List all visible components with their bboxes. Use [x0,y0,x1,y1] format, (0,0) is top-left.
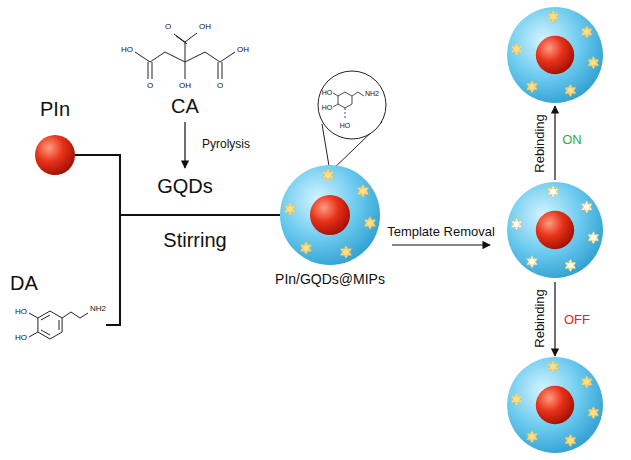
step-label: Stirring [163,229,226,252]
sphere-shape [35,135,75,175]
composite-sphere: PIn/GQDs@MIPs [280,165,380,265]
node-label: PIn [40,98,70,121]
imprint-star [548,185,559,197]
merge-line [75,155,280,215]
imprint-star [588,406,599,419]
zoom-callout [318,71,386,172]
imprint-star [511,43,522,56]
imprint-star [565,259,576,272]
imprint-star [548,360,559,372]
step-label: Template Removal [387,225,495,240]
pin-core [310,195,350,235]
atom-label: HO [15,307,27,316]
atom-label: OH [199,22,211,31]
pyrolysis-arrow [184,122,185,168]
mip-shell [280,165,380,265]
imprint-star [581,201,592,214]
rebinding-on-arrow [554,106,555,180]
node-label: DA [10,272,38,295]
imprint-star [527,255,538,268]
atom-label: O [217,81,223,90]
ca-molecule: CA [150,94,220,120]
pin-core [536,211,574,249]
node-label: PIn/GQDs@MIPs [275,271,385,287]
imprint-star [548,10,559,22]
imprint-star [340,246,351,259]
mip-shell [507,182,603,278]
imprint-star [588,56,599,69]
pin-particle: PIn [35,98,75,175]
atom-label: HO [322,89,333,97]
mip-spheres [507,7,603,453]
sphere-shape [280,165,380,265]
imprint-star [511,393,522,406]
step-label: Rebinding [533,289,548,348]
atom-label: O [165,22,171,31]
atom-label: NH2 [365,90,379,98]
atom-label: HO [340,122,351,130]
step-label: Pyrolysis [202,138,250,152]
atom-label: HO [121,45,133,54]
state-label: OFF [564,313,590,328]
imprint-star [300,242,311,255]
imprint-star [357,185,368,198]
imprint-star [588,231,599,244]
pin-core [536,386,574,424]
material-label: GQDs [157,175,213,198]
step-label: Rebinding [533,114,548,173]
atom-label: HO [322,104,333,112]
imprint-star [581,376,592,389]
imprint-star [581,26,592,39]
atom-label: HO [15,333,27,342]
pin-core [35,135,75,175]
mip-shell [507,7,603,103]
atom-label: O [147,81,153,90]
node-label: CA [171,95,199,118]
mip-shell [507,357,603,453]
pin-core [536,36,574,74]
da-structure [29,311,88,339]
rebinding-off-arrow [554,282,555,356]
atom-label: OH [179,81,191,90]
imprint-star [565,84,576,97]
merge-line [106,215,280,325]
atom-label: NH2 [90,304,106,313]
imprint-star [565,434,576,447]
imprint-star [527,80,538,93]
atom-label: OH [237,45,249,54]
imprint-star [322,169,333,182]
imprint-star [364,217,375,230]
imprint-star [527,430,538,443]
imprint-star [511,218,522,231]
imprint-star [284,203,295,216]
ca-structure [135,33,235,79]
template-arrow [392,244,490,245]
state-label: ON [562,133,582,148]
